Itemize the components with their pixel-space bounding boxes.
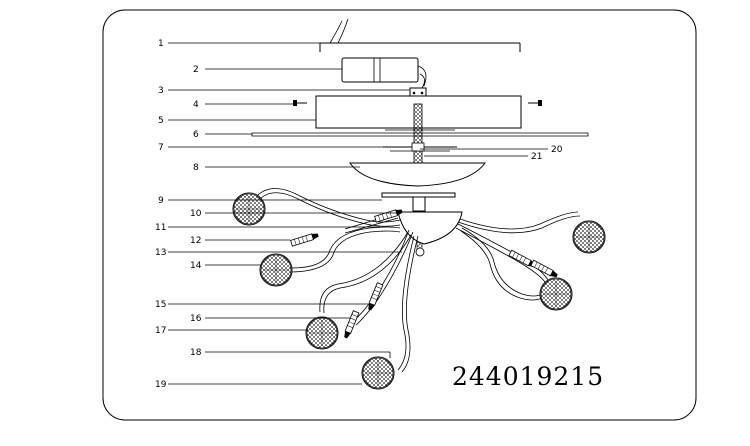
mounting-bar <box>319 18 521 52</box>
callout-6: 6 <box>193 130 199 140</box>
threaded-rod <box>413 103 423 167</box>
screw-icon <box>293 100 307 106</box>
transformer-box <box>341 57 427 89</box>
arm-hub <box>397 211 463 245</box>
callout-16: 16 <box>190 314 202 324</box>
callout-1: 1 <box>158 39 164 49</box>
callout-20: 20 <box>551 145 563 155</box>
callout-5: 5 <box>158 116 164 126</box>
callout-2: 2 <box>193 65 199 75</box>
hub-connector <box>412 196 426 212</box>
callout-13: 13 <box>155 248 166 258</box>
crystal-globe-shade-icon <box>232 192 266 226</box>
callout-21: 21 <box>531 152 542 162</box>
hex-nut <box>411 142 425 152</box>
callout-7: 7 <box>158 143 164 153</box>
glass-bowl <box>349 162 486 187</box>
crystal-globe-shade-icon <box>259 253 293 287</box>
callout-11: 11 <box>155 223 166 233</box>
lamp-socket-icon <box>366 282 384 312</box>
screw-icon <box>528 100 542 106</box>
callout-15: 15 <box>155 300 166 310</box>
callout-18: 18 <box>190 348 202 358</box>
callout-19: 19 <box>155 380 167 390</box>
callout-17: 17 <box>155 326 166 336</box>
callout-4: 4 <box>193 100 199 110</box>
arm-hub-plate <box>381 192 456 198</box>
leader-lines <box>168 42 548 385</box>
callout-12: 12 <box>190 236 201 246</box>
crystal-globe-shade-icon <box>305 316 339 350</box>
callout-9: 9 <box>158 196 164 206</box>
callout-3: 3 <box>158 86 164 96</box>
product-code: 244019215 <box>452 362 604 391</box>
crystal-globe-shade-icon <box>539 277 573 311</box>
drawing-border <box>102 9 697 421</box>
crystal-globe-shade-icon <box>572 220 606 254</box>
crystal-globe-shade-icon <box>361 356 395 390</box>
callout-10: 10 <box>190 209 202 219</box>
callout-14: 14 <box>190 261 202 271</box>
lamp-socket-icon <box>290 231 320 247</box>
callout-8: 8 <box>193 163 199 173</box>
